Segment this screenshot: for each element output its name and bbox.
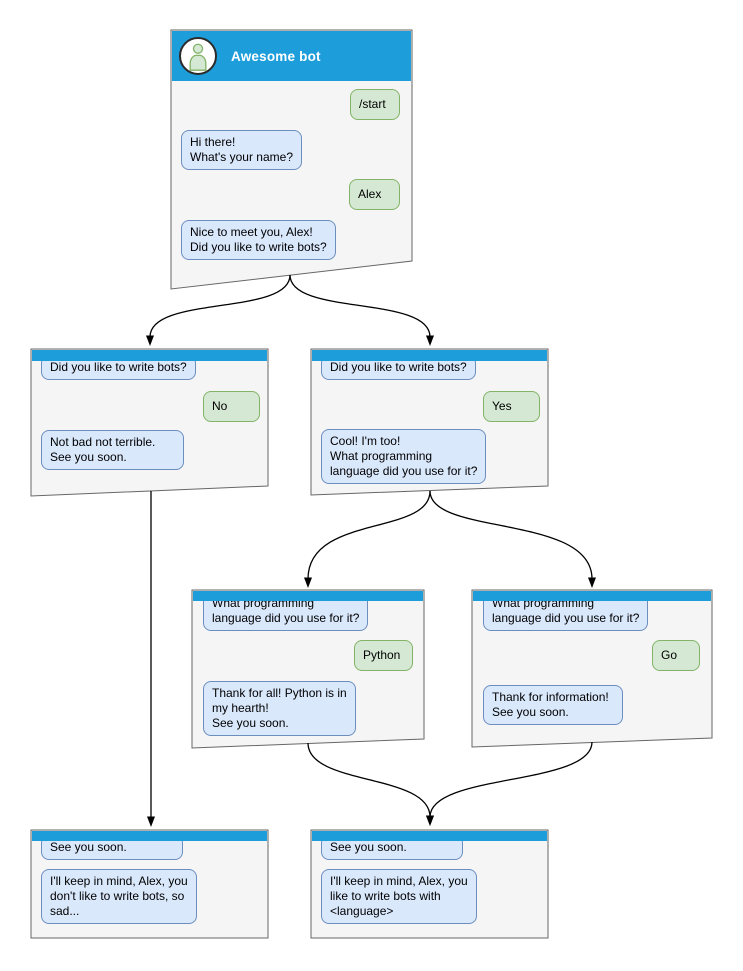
connector-start-to-yes	[289, 274, 434, 346]
user-message-bubble: No	[203, 391, 260, 422]
connector-go-to-end	[426, 741, 593, 826]
window-end-no-titlebar	[32, 831, 267, 841]
window-start-titlebar: Awesome bot	[172, 31, 411, 81]
user-message-bubble: Alex	[349, 179, 400, 210]
user-message-bubble: /start	[350, 89, 400, 120]
user-message-bubble: Python	[354, 640, 413, 671]
window-branch-go-titlebar	[473, 591, 711, 601]
window-branch-python-titlebar	[193, 591, 423, 601]
bot-message-bubble: Cool! I'm too! What programming language…	[321, 429, 487, 484]
connector-start-to-no	[146, 274, 291, 346]
bot-message-bubble: Thank for information! See you soon.	[483, 685, 623, 725]
bot-avatar	[179, 37, 217, 75]
person-icon	[189, 43, 207, 71]
connector-yes-to-go	[429, 490, 596, 588]
user-message-bubble: Yes	[483, 391, 540, 422]
user-message-bubble: Go	[652, 640, 700, 671]
connector-python-to-end	[307, 742, 434, 826]
window-end-yes-titlebar	[312, 831, 547, 841]
connector-yes-to-python	[304, 490, 431, 588]
window-branch-no-titlebar	[32, 350, 267, 361]
bot-message-bubble: Hi there! What's your name?	[181, 130, 303, 170]
bot-message-bubble: I'll keep in mind, Alex, you don't like …	[41, 869, 197, 924]
bot-title: Awesome bot	[231, 48, 321, 64]
bot-message-bubble: Not bad not terrible. See you soon.	[41, 430, 184, 470]
window-branch-yes-titlebar	[312, 350, 547, 361]
bot-message-bubble: Thank for all! Python is in my hearth! S…	[203, 681, 356, 736]
bot-message-bubble: Nice to meet you, Alex! Did you like to …	[181, 220, 336, 260]
bot-message-bubble: I'll keep in mind, Alex, you like to wri…	[321, 869, 477, 924]
